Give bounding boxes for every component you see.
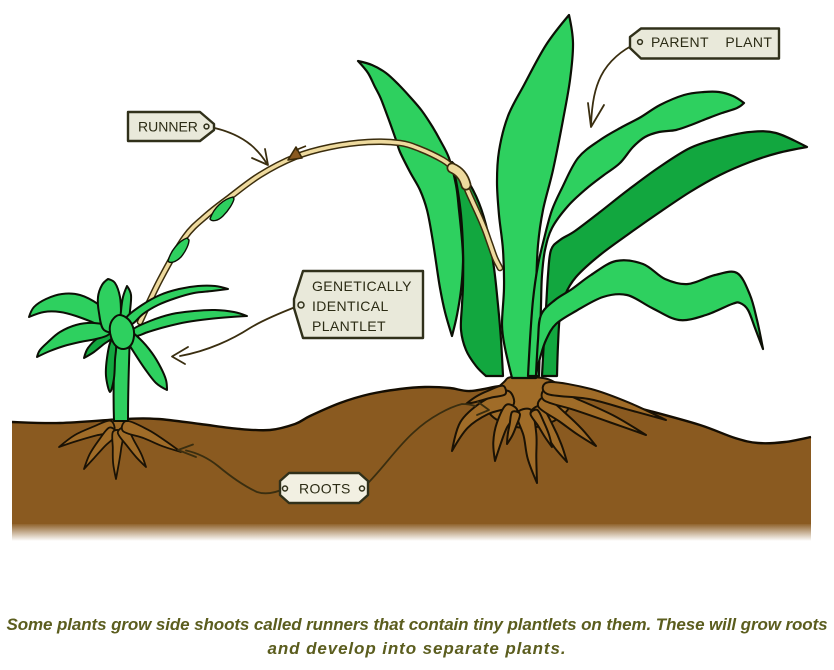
svg-text:GENETICALLY: GENETICALLY [312, 278, 412, 294]
svg-text:ROOTS: ROOTS [299, 481, 351, 497]
svg-text:RUNNER: RUNNER [138, 119, 198, 135]
svg-text:IDENTICAL: IDENTICAL [312, 298, 389, 314]
svg-text:PLANTLET: PLANTLET [312, 318, 386, 334]
